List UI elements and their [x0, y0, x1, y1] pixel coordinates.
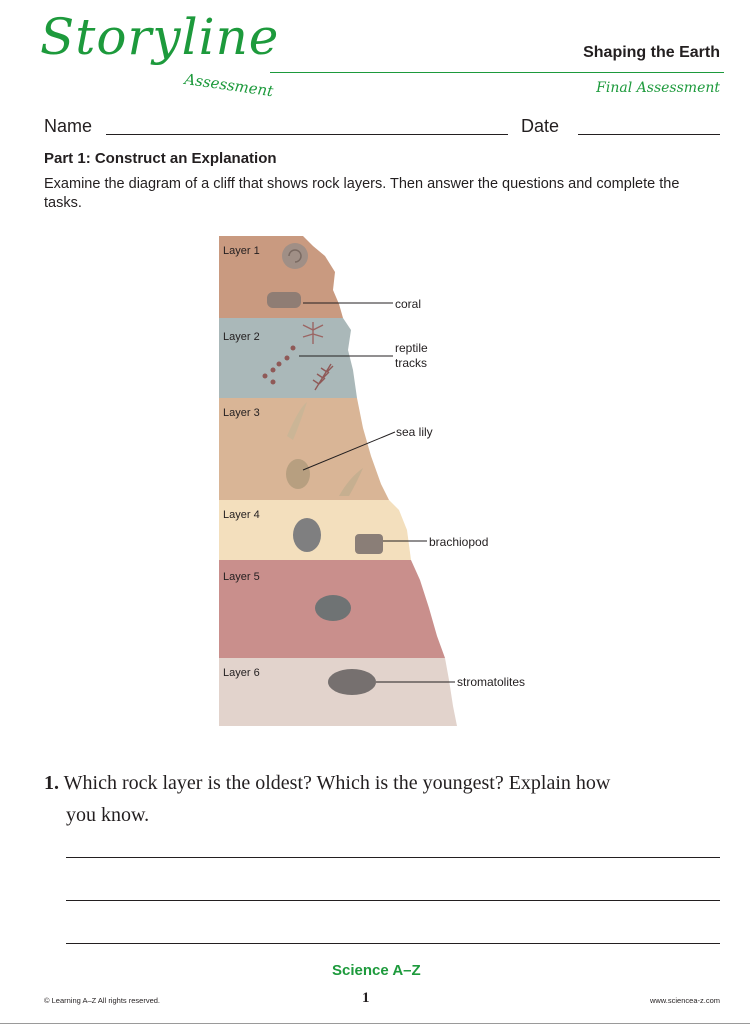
reptile-tracks-label-2: tracks — [395, 356, 427, 370]
website-link[interactable]: www.sciencea-z.com — [649, 996, 720, 1005]
sea-lily-label: sea lily — [396, 425, 433, 439]
unit-title: Shaping the Earth — [583, 44, 720, 61]
date-field[interactable] — [578, 134, 720, 135]
answer-line-3[interactable] — [66, 943, 720, 944]
layer-3-label: Layer 4 — [223, 509, 260, 521]
reptile-tracks-fossil — [262, 345, 296, 385]
page-bottom-rule — [0, 1023, 750, 1024]
coral-fossil — [267, 292, 301, 308]
layer-2-label: Layer 5 — [223, 571, 260, 583]
coral-label: coral — [395, 297, 421, 311]
layer-4-band — [219, 398, 389, 500]
question-text-line2: you know. — [66, 804, 150, 826]
question-text-line1: Which rock layer is the oldest? Which is… — [63, 772, 611, 794]
layer3-oval-fossil — [293, 518, 321, 552]
copyright-text: © Learning A–Z All rights reserved. — [44, 996, 161, 1005]
fish-fossil — [339, 468, 363, 496]
reptile-tracks-label-1: reptile — [395, 341, 428, 355]
part-heading: Part 1: Construct an Explanation — [44, 150, 277, 167]
brachiopod-fossil — [355, 534, 383, 554]
instructions: Examine the diagram of a cliff that show… — [44, 176, 680, 211]
question-1: 1. Which rock layer is the oldest? Which… — [44, 767, 724, 831]
answer-line-1[interactable] — [66, 857, 720, 858]
question-number: 1. — [44, 772, 59, 794]
leader-lines — [299, 302, 455, 683]
rock-layers-diagram: Layer 1 Layer 2 Layer 3 Layer 4 Layer 5 … — [219, 236, 525, 726]
layer-5-label: Layer 2 — [223, 331, 260, 343]
layer2-oval-fossil — [315, 595, 351, 621]
ammonite-spiral — [288, 249, 302, 263]
storyline-logo-subtitle: Assessment — [183, 70, 275, 101]
brachiopod-label: brachiopod — [429, 535, 488, 549]
assessment-label: Final Assessment — [596, 80, 720, 96]
fern-fossil — [312, 363, 334, 391]
layer-1-label: Layer 6 — [223, 667, 260, 679]
storyline-logo: Storyline — [40, 8, 280, 66]
date-label: Date — [521, 116, 560, 136]
dragonfly-fossil — [302, 322, 324, 344]
header-rule — [270, 72, 724, 73]
name-label: Name — [44, 116, 93, 136]
answer-line-2[interactable] — [66, 900, 720, 901]
layer-6-band — [219, 236, 343, 318]
science-az-logo: Science A–Z — [332, 962, 421, 979]
ammonite-fossil — [282, 243, 308, 269]
horn-fossil — [287, 402, 307, 440]
layer-4-label: Layer 3 — [223, 407, 260, 419]
sea-lily-fossil — [286, 459, 310, 489]
name-field[interactable] — [106, 134, 508, 135]
stromatolite-fossil — [328, 669, 376, 695]
layer-6-label: Layer 1 — [223, 245, 260, 257]
page-number: 1 — [362, 990, 370, 1006]
stromatolites-label: stromatolites — [457, 675, 525, 689]
